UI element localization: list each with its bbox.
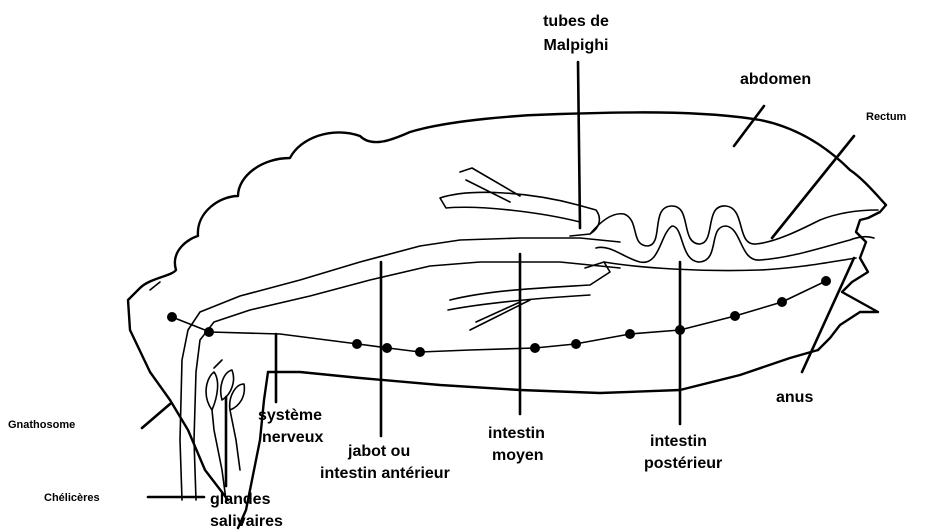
oesophagus-tube (180, 238, 620, 500)
intestine-loops-inner (596, 226, 874, 262)
intestine-posterior-tube (604, 258, 856, 271)
label-malpighi-line2: Malpighi (544, 37, 609, 54)
ganglion-11 (777, 297, 787, 307)
label-systeme-line1: système (258, 407, 322, 424)
label-moyen-line2: moyen (492, 447, 544, 464)
label-cheliceres: Chélicères (44, 492, 100, 504)
label-glandes-line2: salivaires (210, 513, 283, 530)
label-systeme-line2: nerveux (262, 429, 323, 446)
label-jabot-line1: jabot ou (347, 443, 410, 460)
label-posterieur-line2: postérieur (644, 455, 722, 472)
label-malpighi-line1: tubes de (543, 13, 609, 30)
ganglion-8 (625, 329, 635, 339)
leader-anus (802, 258, 854, 372)
label-moyen-line1: intestin (488, 425, 545, 442)
label-gnathosome: Gnathosome (8, 419, 75, 431)
label-anus: anus (776, 389, 813, 406)
leader-abdomen (734, 106, 764, 146)
body-outline (128, 112, 886, 528)
leader-gnathosome (142, 404, 170, 428)
lower-caecum (448, 262, 610, 330)
label-jabot-line2: intestin antérieur (320, 465, 450, 482)
ganglion-5 (415, 347, 425, 357)
ganglion-2 (204, 327, 214, 337)
ganglion-1 (167, 312, 177, 322)
ganglion-3 (352, 339, 362, 349)
ventral-outline (268, 350, 818, 393)
ganglion-12 (821, 276, 831, 286)
ganglion-7 (571, 339, 581, 349)
label-glandes-line1: glandes (210, 491, 271, 508)
label-abdomen: abdomen (740, 71, 811, 88)
ganglion-4 (382, 343, 392, 353)
ganglion-10 (730, 311, 740, 321)
label-posterieur-line1: intestin (650, 433, 707, 450)
upper-caecum (440, 168, 599, 236)
label-rectum: Rectum (866, 111, 907, 123)
intestine-loops (590, 206, 878, 246)
labels: tubes de Malpighi abdomen Rectum anus Gn… (8, 13, 907, 530)
leader-malpighi (578, 62, 580, 228)
ganglion-6 (530, 343, 540, 353)
